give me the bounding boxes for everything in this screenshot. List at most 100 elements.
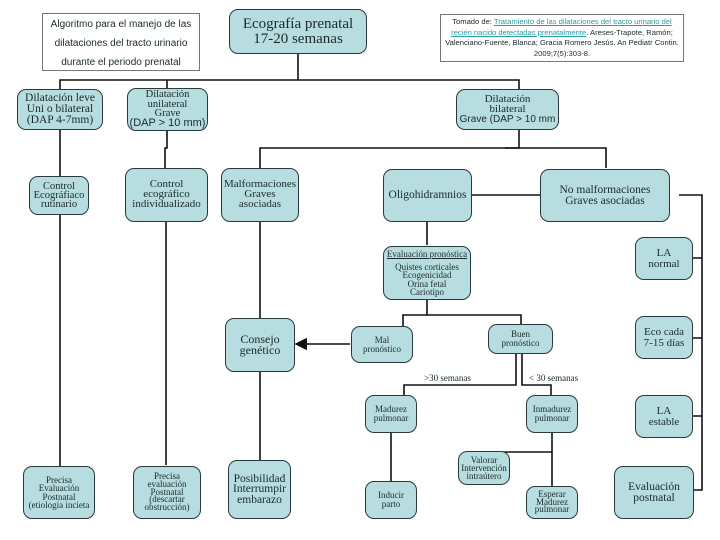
node-lung-immaturity: Inmadurez pulmonar xyxy=(526,395,578,433)
node-text: (etiología incieta xyxy=(28,499,90,510)
node-text: Madurez xyxy=(536,496,568,507)
node-postnatal-obstruction: Precisa evaluación Postnatal (descartar … xyxy=(133,466,201,519)
node-text: Ecogenicidad xyxy=(402,270,452,281)
node-text: Postnatal xyxy=(150,486,184,497)
node-text: Ecografía prenatal xyxy=(242,16,354,33)
node-text: pulmonar xyxy=(534,413,570,423)
node-induce-labor: Inducir parto xyxy=(365,481,417,519)
node-text: Buen xyxy=(511,329,530,340)
node-text: Inmadurez xyxy=(532,404,572,415)
node-text: 17-20 semanas xyxy=(253,30,343,47)
edge-label-over-30-weeks: >30 semanas xyxy=(424,373,471,383)
node-title: Evaluación pronóstica xyxy=(386,249,468,259)
node-text: Precisa xyxy=(46,475,72,486)
node-text: Control xyxy=(42,180,76,192)
edge-immature-assess xyxy=(485,432,553,453)
node-text: Ecográfiaco xyxy=(33,189,85,201)
node-bilateral-severe-dilation: Dilatación bilateral Grave (DAP > 10 mm xyxy=(456,89,559,130)
node-text: LA xyxy=(656,405,672,418)
node-text: Grave (DAP > 10 mm xyxy=(459,113,556,125)
node-text: evaluación xyxy=(147,478,187,489)
node-text: LA xyxy=(656,247,672,260)
node-text: (DAP > 10 mm) xyxy=(129,116,206,129)
node-text: Precisa xyxy=(154,470,180,481)
node-text: Evaluación xyxy=(628,480,680,493)
edge-bilateral-nomalformations xyxy=(505,147,607,168)
node-good-prognosis: Buen pronóstico xyxy=(488,324,553,354)
edge-prognosis-good xyxy=(427,314,522,325)
source-citation-note: Tomado de: Tratamiento de las dilatacion… xyxy=(440,14,684,62)
node-text: Uni o bilateral xyxy=(26,103,94,116)
node-text: Madurez xyxy=(375,404,407,415)
node-text: Graves asociadas xyxy=(565,194,645,207)
node-text: intraútero xyxy=(466,471,502,482)
node-text: parto xyxy=(381,499,401,509)
node-text: obstrucción) xyxy=(144,502,190,513)
edge-root-mild xyxy=(59,53,299,90)
node-routine-control: Control Ecográfiaco rutinario xyxy=(29,176,89,215)
node-text: (DAP 4-7mm) xyxy=(26,113,94,126)
node-text: 7-15 días xyxy=(643,336,685,349)
node-text: asociadas xyxy=(238,197,282,210)
node-text: (descartar xyxy=(149,494,185,505)
node-postnatal-etiology: Precisa Evaluación Postnatal (etiología … xyxy=(23,466,95,519)
node-prenatal-ultrasound: Ecografía prenatal 17-20 semanas xyxy=(229,9,367,54)
edge-prognosis-bad xyxy=(402,299,428,327)
node-assess-intrauterine-intervention: Valorar Intervención intraútero xyxy=(458,451,510,485)
node-text: Intervención xyxy=(461,462,507,473)
edge-label-under-30-weeks: < 30 semanas xyxy=(529,373,579,383)
node-unilateral-severe-dilation: Dilatación unilateral Grave (DAP > 10 mm… xyxy=(127,88,208,131)
edge-unilateral-control xyxy=(164,130,168,168)
node-text: Graves xyxy=(244,188,276,201)
node-text: Eco cada xyxy=(644,326,684,339)
node-bad-prognosis: Mal pronóstico xyxy=(351,326,413,363)
edge-good-immature xyxy=(521,353,552,395)
node-text: individualizado xyxy=(132,197,201,210)
node-text: pronóstico xyxy=(501,338,540,348)
node-text: Mal xyxy=(374,334,390,345)
node-text: normal xyxy=(648,257,680,270)
node-text: ecográfico xyxy=(143,188,190,201)
edge-root-bilateral xyxy=(298,79,520,90)
node-severe-malformations: Malformaciones Graves asociadas xyxy=(221,168,299,222)
node-text: Oligohidramnios xyxy=(388,188,467,201)
node-text: Grave xyxy=(154,108,181,120)
node-postnatal-evaluation: Evaluación postnatal xyxy=(614,466,694,519)
edge-good-mature xyxy=(403,353,517,395)
algorithm-title-note: Algoritmo para el manejo de las dilataci… xyxy=(42,13,200,71)
node-text: Postnatal xyxy=(42,491,76,502)
title-line: Algoritmo para el manejo de las xyxy=(50,19,192,30)
edge-bilateral-malformations xyxy=(259,130,520,168)
node-text: Quistes corticales xyxy=(395,261,459,272)
node-text: Orina fetal xyxy=(407,278,447,289)
node-text: Dilatación xyxy=(145,89,190,101)
node-text: embarazo xyxy=(237,493,282,506)
node-text: Cariotipo xyxy=(410,287,444,298)
citation-suffix: . Areses-Trapote, Ramón; Valenciano-Fuen… xyxy=(445,27,679,58)
title-line: durante el periodo prenatal xyxy=(61,57,181,68)
node-lung-maturity: Madurez pulmonar xyxy=(365,395,417,433)
node-text: Interrumpir xyxy=(232,483,286,496)
node-termination-option: Posibilidad Interrumpir embarazo xyxy=(228,460,291,519)
citation-prefix: Tomado de: xyxy=(452,17,494,26)
node-text: pronóstico xyxy=(363,343,401,354)
node-text: rutinario xyxy=(40,199,78,211)
node-eco-7-15-days: Eco cada 7-15 días xyxy=(635,316,693,359)
node-text: Malformaciones xyxy=(223,178,297,191)
node-text: Valorar xyxy=(470,454,498,465)
node-text: Dilatación xyxy=(484,93,531,106)
node-text: Control xyxy=(149,178,184,191)
node-genetic-counseling: Consejo genético xyxy=(225,318,295,372)
node-text: genético xyxy=(239,343,281,357)
node-la-stable: LA estable xyxy=(635,395,693,438)
node-la-normal: LA normal xyxy=(635,237,693,280)
node-text: Esperar xyxy=(538,488,566,499)
node-mild-dilation: Dilatación leve Uni o bilateral (DAP 4-7… xyxy=(17,89,103,130)
node-oligohydramnios: Oligohidramnios xyxy=(383,169,472,222)
node-text: estable xyxy=(648,415,680,428)
node-text: Posibilidad xyxy=(233,472,286,485)
title-line: dilataciones del tracto urinario xyxy=(54,38,188,49)
citation-link[interactable]: Tratamiento de las dilataciones del trac… xyxy=(451,17,672,37)
node-text: Consejo xyxy=(240,331,280,346)
